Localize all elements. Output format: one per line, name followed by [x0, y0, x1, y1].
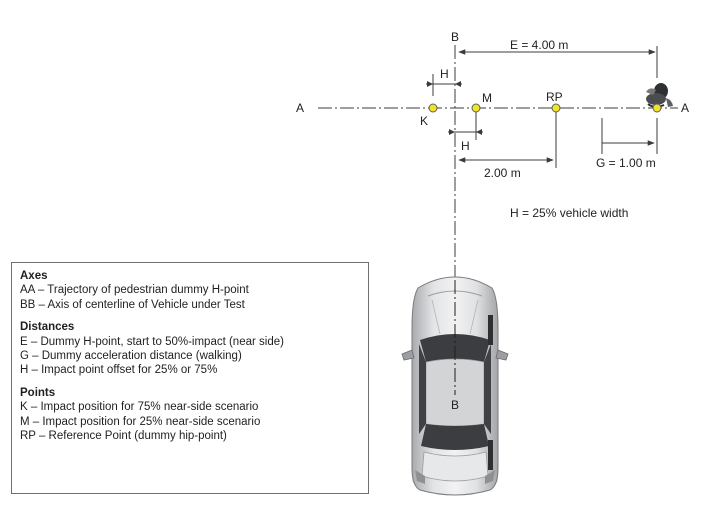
label-h-top: H — [440, 67, 449, 81]
legend-points-line: RP – Reference Point (dummy hip-point) — [20, 430, 227, 443]
label-point-m: M — [482, 91, 492, 105]
pedestrian-dummy-icon — [646, 83, 673, 108]
point-m — [471, 103, 481, 113]
label-h-note: H = 25% vehicle width — [510, 206, 629, 220]
legend-distances-line: H – Impact point offset for 25% or 75% — [20, 364, 218, 377]
h-bottom-arrow-right — [476, 129, 482, 135]
label-two-m: 2.00 m — [484, 166, 521, 180]
legend-section-distances: Distances E – Dummy H-point, start to 50… — [20, 320, 360, 378]
legend-points-line: K – Impact position for 75% near-side sc… — [20, 401, 259, 414]
label-a-left: A — [296, 101, 305, 115]
label-b-car: B — [451, 398, 460, 412]
legend-axes-line: AA – Trajectory of pedestrian dummy H-po… — [20, 284, 249, 297]
label-e-dimension: E = 4.00 m — [510, 38, 569, 52]
h-top-arrow-right — [455, 81, 461, 87]
legend-points-title: Points — [20, 386, 56, 399]
legend-distances-line: E – Dummy H-point, start to 50%-impact (… — [20, 335, 284, 348]
h-top-arrow-left — [427, 81, 433, 87]
legend-axes-line: BB – Axis of centerline of Vehicle under… — [20, 298, 245, 311]
label-a-right: A — [681, 101, 690, 115]
point-k — [428, 103, 438, 113]
legend-points-line: M – Impact position for 25% near-side sc… — [20, 415, 261, 428]
label-point-k: K — [420, 114, 429, 128]
label-point-rp: RP — [546, 90, 563, 104]
legend-distances-title: Distances — [20, 321, 75, 334]
label-b-top: B — [451, 30, 460, 44]
legend-distances-line: G – Dummy acceleration distance (walking… — [20, 350, 242, 363]
legend-section-points: Points K – Impact position for 75% near-… — [20, 386, 360, 444]
label-h-bottom: H — [461, 139, 470, 153]
point-dummy-h — [652, 103, 662, 113]
point-rp — [551, 103, 561, 113]
legend-section-axes: Axes AA – Trajectory of pedestrian dummy… — [20, 269, 360, 312]
label-g-dimension: G = 1.00 m — [596, 156, 656, 170]
legend-axes-title: Axes — [20, 270, 48, 282]
legend-box: Axes AA – Trajectory of pedestrian dummy… — [11, 262, 369, 494]
h-bottom-arrow-left — [449, 129, 455, 135]
